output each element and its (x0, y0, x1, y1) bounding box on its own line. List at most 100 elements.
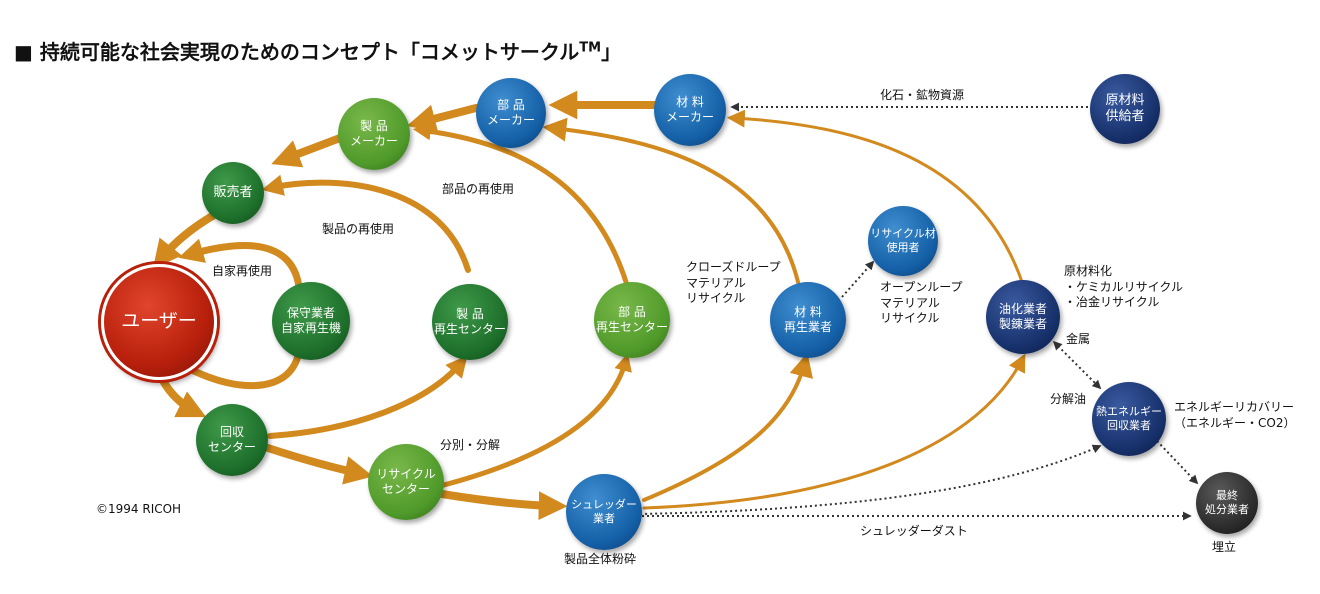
node-product-maker: 製 品 メーカー (338, 98, 410, 170)
label-landfill-line1: 埋立 (1212, 540, 1237, 554)
node-retailer: 販売者 (202, 162, 264, 224)
node-product-maker-line1: 製 品 (360, 119, 388, 133)
node-oil-refiner-line2: 製錬業者 (998, 317, 1047, 331)
arrow-recycle-to-shredder (438, 490, 568, 521)
node-parts-recycle: 部 品 再生センター (594, 282, 670, 358)
label-feedstock: 原材料化 ・ケミカルリサイクル ・冶金リサイクル (1064, 264, 1183, 311)
label-energy-recovery-line2: （エネルギー・CO2） (1174, 415, 1296, 430)
arrow-shredder-to-refiner (642, 353, 1026, 510)
node-parts-maker: 部 品 メーカー (476, 78, 546, 148)
label-fossil-line1: 化石・鉱物資源 (880, 88, 965, 102)
node-collection: 回収 センター (196, 404, 268, 476)
label-parts-reuse: 部品の再使用 (442, 182, 514, 198)
label-fossil-resources: 化石・鉱物資源 (880, 88, 964, 104)
node-heat-recovery-line2: 回収業者 (1107, 419, 1151, 432)
dotted-shredder-to-heat (639, 444, 1102, 515)
label-parts-reuse-line1: 部品の再使用 (442, 182, 515, 196)
arrow-product-to-retailer (271, 134, 344, 168)
node-parts-maker-line1: 部 品 (497, 98, 525, 112)
node-product-recycle-line1: 製 品 (456, 307, 484, 321)
node-material-maker-line1: 材 料 (676, 95, 704, 109)
label-shredder-dust-line1: シュレッダーダスト (860, 524, 968, 538)
node-recycled-user-line1: リサイクル材 (870, 227, 936, 241)
label-open-loop-line3: リサイクル (880, 311, 940, 326)
arrow-user-to-collection (156, 371, 207, 418)
label-energy-recovery-line1: エネルギーリカバリー (1174, 400, 1295, 414)
label-sorting-line1: 分別・分解 (440, 438, 501, 452)
node-raw-supplier-line2: 供給者 (1105, 109, 1145, 124)
node-recycle-center-line2: センター (381, 482, 430, 496)
label-cracked-oil-line1: 分解油 (1050, 392, 1087, 406)
node-product-recycle: 製 品 再生センター (432, 284, 508, 360)
trademark-mark: TM (579, 40, 602, 56)
node-raw-supplier: 原材料 供給者 (1090, 74, 1160, 144)
node-recycle-center: リサイクル センター (368, 444, 444, 520)
label-open-loop-line1: オープンループ (880, 280, 963, 294)
title-close: 」 (601, 40, 622, 64)
label-open-loop-line2: マテリアル (880, 295, 940, 310)
label-whole-shred-line1: 製品全体粉砕 (564, 552, 637, 566)
arrow-self-reuse (178, 238, 304, 304)
label-closed-loop-line3: リサイクル (686, 291, 746, 306)
node-maintenance: 保守業者 自家再生機 (272, 282, 350, 360)
arrow-parts-reuse (412, 122, 629, 285)
label-closed-loop: クローズドループ マテリアル リサイクル (686, 260, 781, 307)
node-material-recycler-line2: 再生業者 (783, 320, 832, 334)
node-material-maker-line2: メーカー (665, 110, 714, 124)
node-parts-recycle-line1: 部 品 (618, 305, 646, 319)
arrow-parts-to-product (406, 104, 480, 133)
node-product-recycle-line2: 再生センター (433, 322, 506, 336)
label-product-reuse: 製品の再使用 (322, 222, 394, 238)
node-shredder-line1: シュレッダー (571, 498, 637, 512)
arrow-closed-loop (542, 117, 800, 284)
node-user: ユーザー (101, 264, 217, 380)
label-open-loop: オープンループ マテリアル リサイクル (880, 280, 963, 327)
label-metal: 金属 (1066, 332, 1090, 348)
node-heat-recovery: 熱エネルギー 回収業者 (1092, 382, 1166, 456)
node-final-disposal: 最終 処分業者 (1196, 472, 1258, 534)
copyright: ©1994 RICOH (96, 502, 181, 518)
node-material-recycler: 材 料 再生業者 (770, 282, 846, 358)
node-recycled-user-line2: 使用者 (886, 241, 920, 254)
node-recycle-center-line1: リサイクル (376, 467, 436, 481)
node-shredder-line2: 業者 (593, 512, 615, 525)
dotted-material-to-recycled-user (841, 260, 875, 298)
node-oil-refiner: 油化業者 製錬業者 (986, 280, 1060, 354)
label-metal-line1: 金属 (1066, 332, 1091, 346)
node-user-line1: ユーザー (121, 310, 197, 333)
arrow-product-reuse (261, 174, 471, 273)
arrow-collection-to-recycle (264, 444, 374, 485)
label-closed-loop-line2: マテリアル (686, 275, 746, 290)
label-closed-loop-line1: クローズドループ (686, 260, 781, 274)
node-material-recycler-line1: 材 料 (794, 305, 822, 319)
arrow-collection-to-product-center (267, 355, 468, 439)
node-raw-supplier-line1: 原材料 (1105, 92, 1145, 108)
node-material-maker: 材 料 メーカー (654, 74, 726, 146)
arrow-recycle-to-parts-center (437, 353, 632, 489)
node-product-maker-line2: メーカー (349, 134, 398, 148)
label-product-reuse-line1: 製品の再使用 (322, 222, 395, 236)
node-shredder: シュレッダー 業者 (566, 474, 642, 550)
label-energy-recovery: エネルギーリカバリー （エネルギー・CO2） (1174, 400, 1295, 431)
node-retailer-line1: 販売者 (213, 184, 253, 200)
node-parts-recycle-line2: 再生センター (595, 320, 668, 334)
label-shredder-dust: シュレッダーダスト (860, 524, 968, 540)
label-landfill: 埋立 (1212, 540, 1236, 556)
dotted-refiner-heat (1052, 340, 1102, 390)
label-feedstock-line3: ・冶金リサイクル (1064, 295, 1160, 310)
copyright-text: ©1994 RICOH (96, 502, 182, 516)
node-recycled-user: リサイクル材 使用者 (868, 206, 938, 276)
arrow-retailer-to-user (152, 211, 218, 269)
label-self-reuse-line1: 自家再使用 (212, 264, 273, 278)
label-feedstock-line1: 原材料化 (1064, 264, 1113, 278)
arrow-shredder-to-material (642, 352, 814, 502)
node-heat-recovery-line1: 熱エネルギー (1096, 405, 1162, 419)
node-maintenance-line1: 保守業者 (286, 306, 335, 320)
label-sorting: 分別・分解 (440, 438, 500, 454)
arrow-feedstock-loop (726, 109, 1024, 284)
node-collection-line1: 回収 (219, 425, 244, 439)
node-oil-refiner-line1: 油化業者 (998, 302, 1047, 316)
page-title: ■ 持続可能な社会実現のためのコンセプト「コメットサークルTM」 (14, 40, 622, 64)
node-maintenance-line2: 自家再生機 (280, 321, 341, 335)
